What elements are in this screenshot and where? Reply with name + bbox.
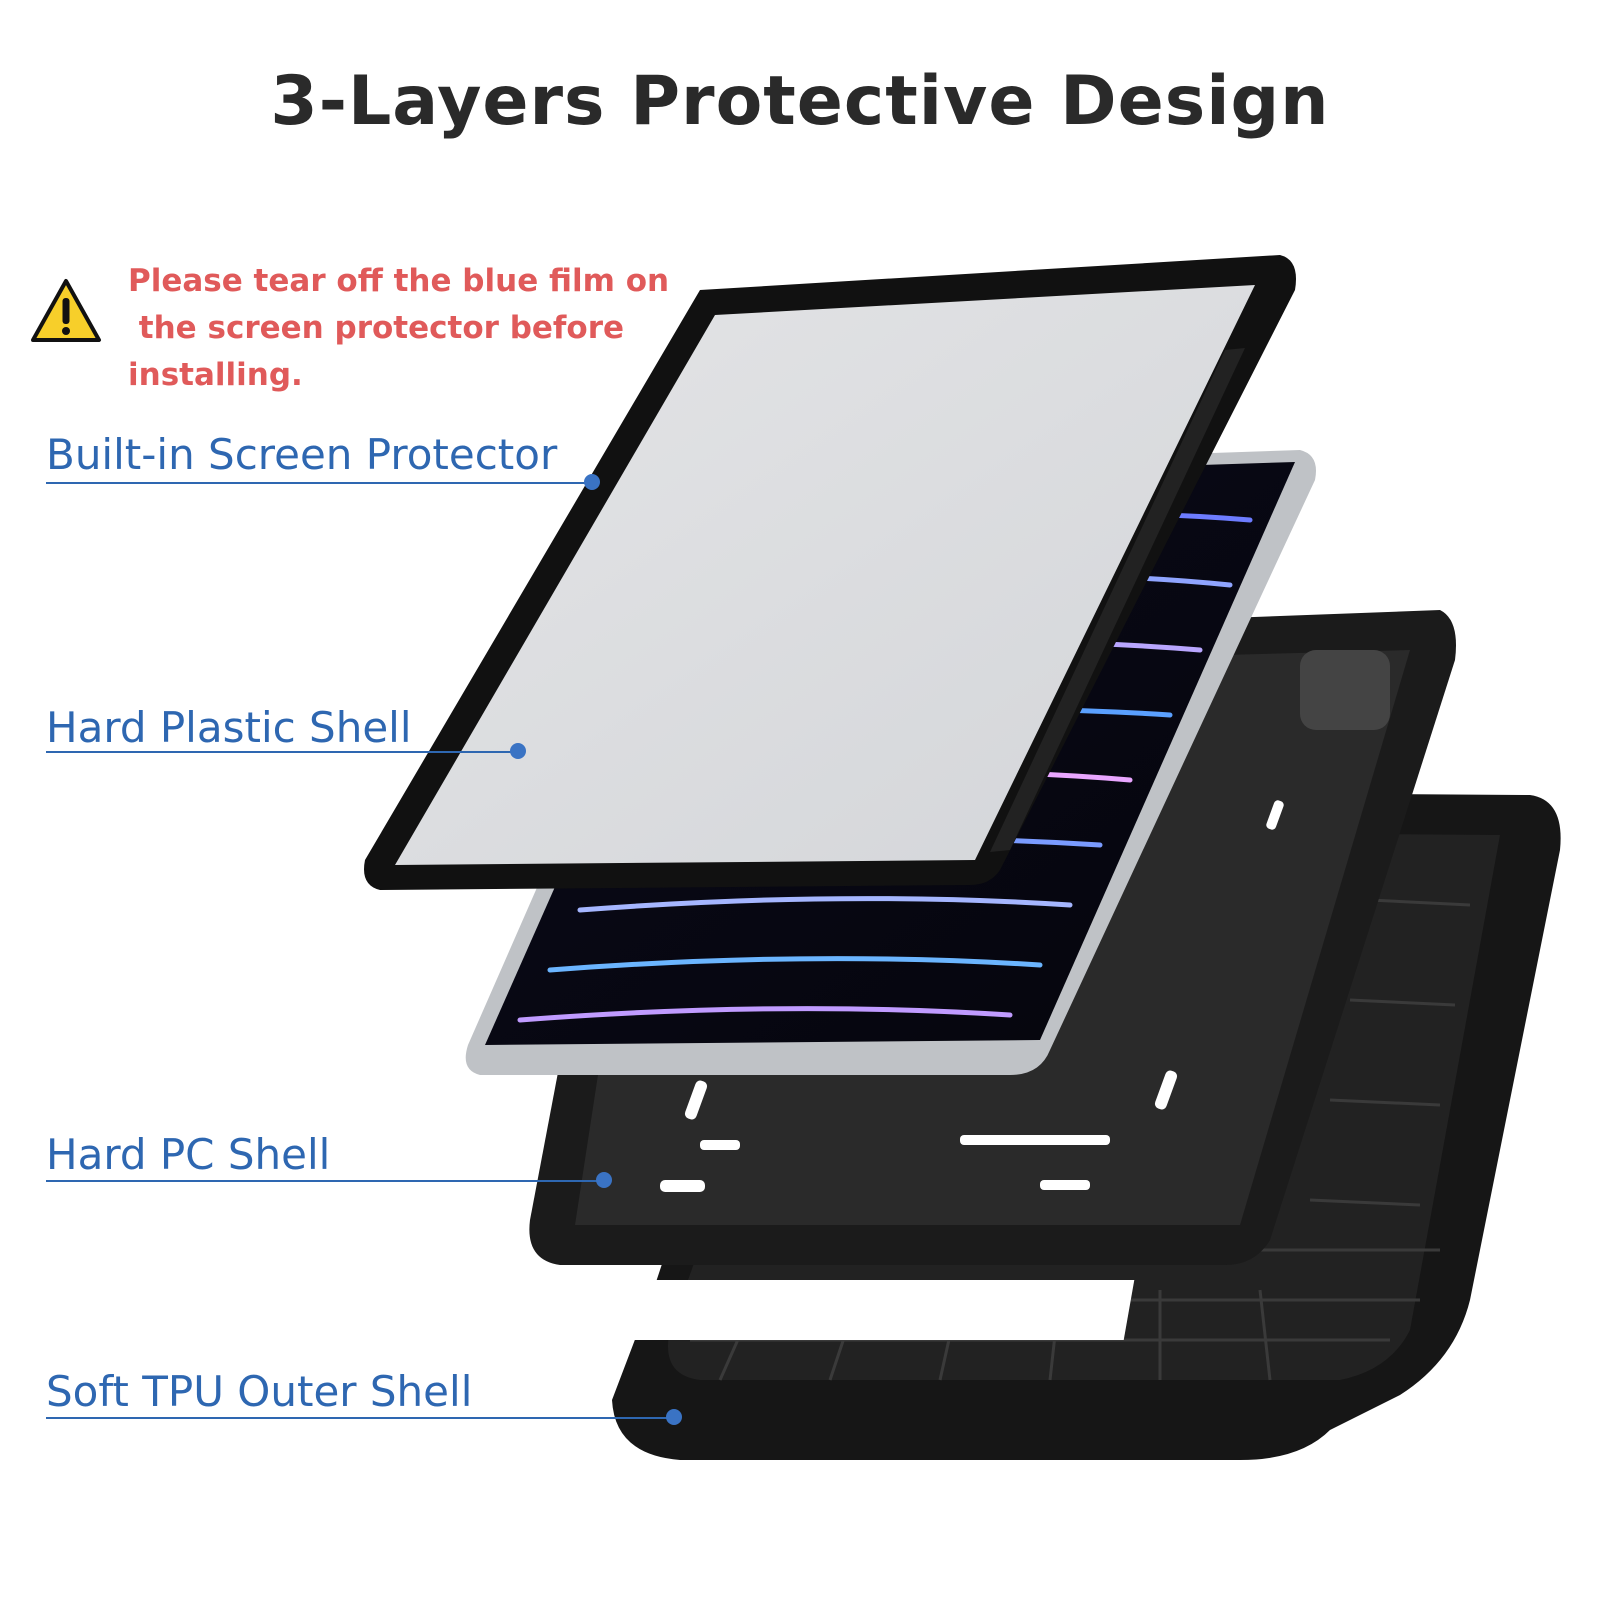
label-soft-tpu-outer-shell: Soft TPU Outer Shell xyxy=(46,1367,473,1416)
label-hard-plastic-shell: Hard Plastic Shell xyxy=(46,703,412,752)
label-built-in-screen-protector: Built-in Screen Protector xyxy=(46,430,558,479)
warning-line-2: the screen protector before xyxy=(128,310,625,346)
pointer-dot xyxy=(510,743,526,759)
screen-protector-frame xyxy=(364,255,1296,890)
leader-line xyxy=(46,1417,671,1419)
leader-line xyxy=(46,482,591,484)
leader-line xyxy=(46,1180,601,1182)
warning-text: Please tear off the blue film on the scr… xyxy=(128,258,669,399)
warning-line-1: Please tear off the blue film on xyxy=(128,263,670,299)
label-hard-pc-shell: Hard PC Shell xyxy=(46,1130,331,1179)
warning-line-3: installing. xyxy=(128,357,303,393)
pointer-dot xyxy=(584,474,600,490)
leader-line xyxy=(46,751,516,753)
page-title: 3-Layers Protective Design xyxy=(270,62,1330,141)
warning-triangle-icon xyxy=(31,279,101,342)
pointer-dot xyxy=(596,1172,612,1188)
pointer-dot xyxy=(666,1409,682,1425)
